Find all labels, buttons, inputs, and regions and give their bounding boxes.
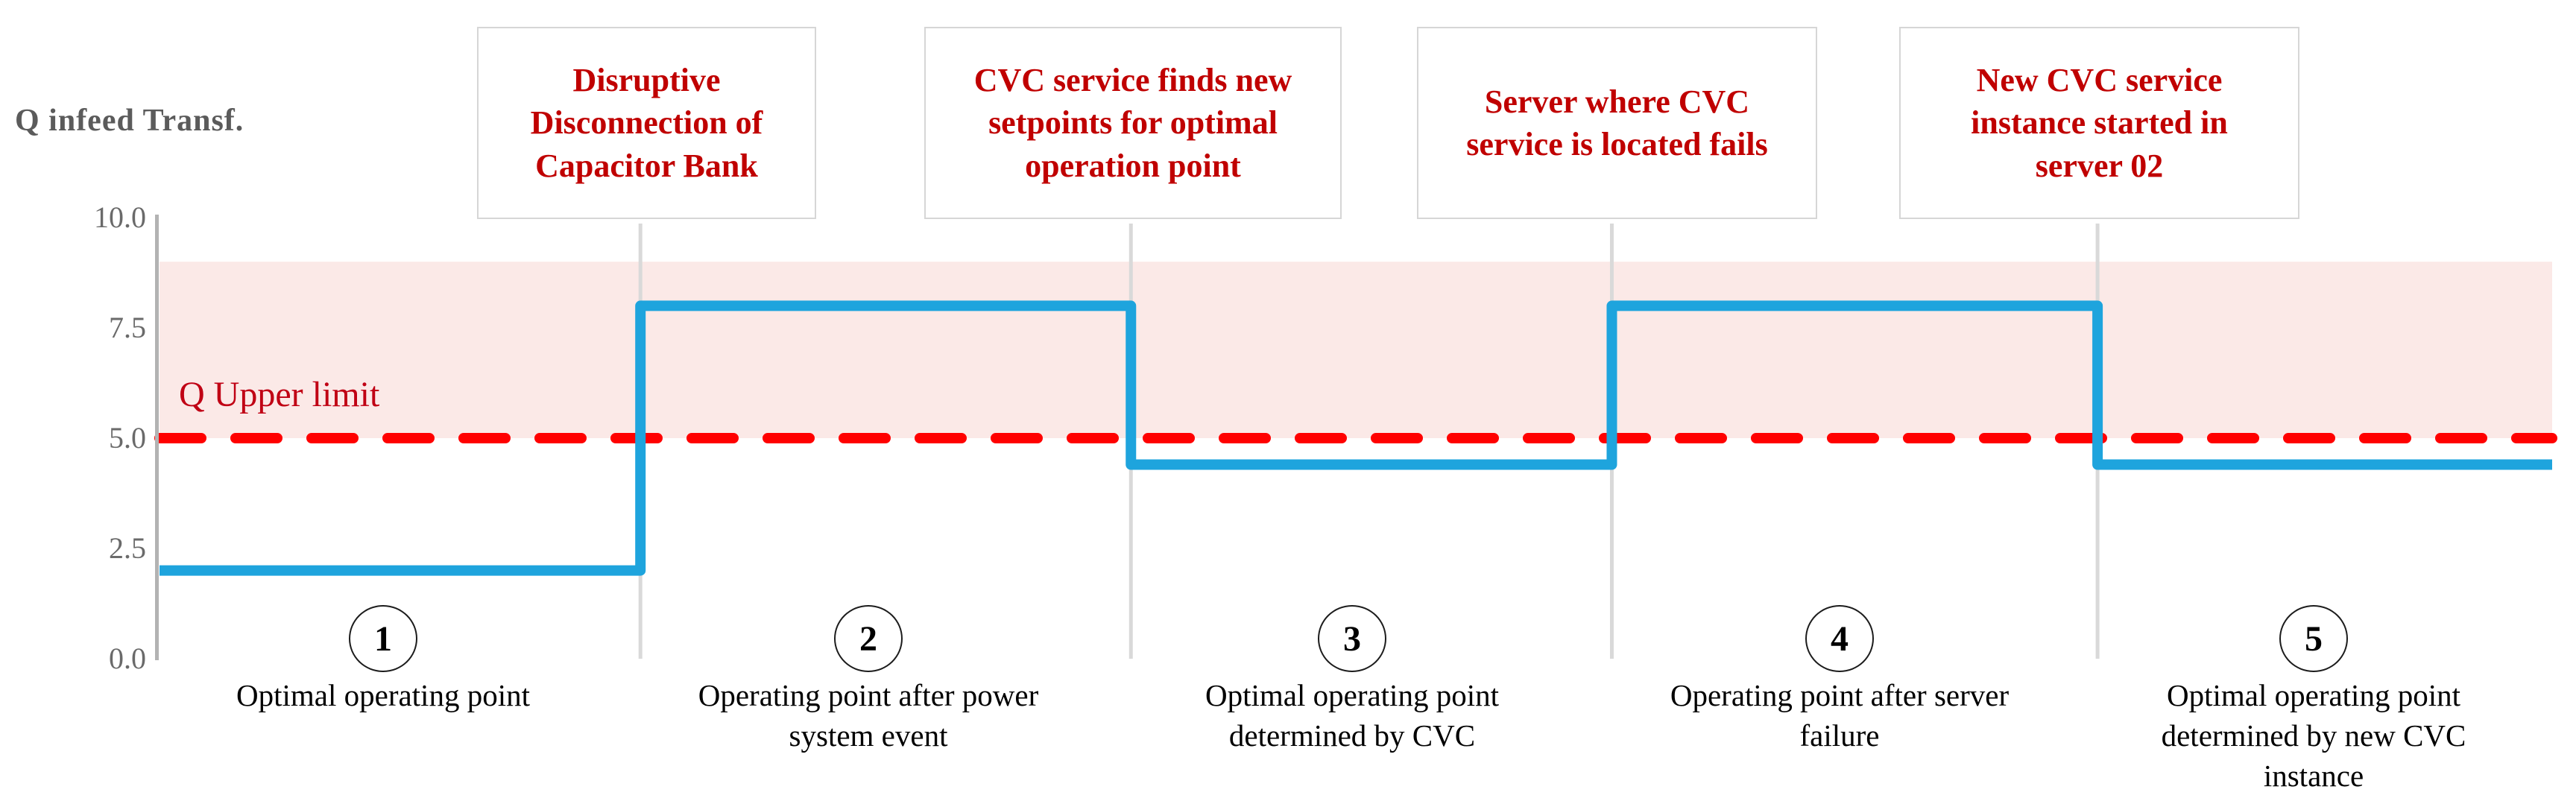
phase-caption-4: Operating point after server failure (1670, 678, 2010, 753)
phase-circle-4: 4 (1805, 605, 1874, 672)
phase-caption-5: Optimal operating point determined by ne… (2161, 678, 2466, 794)
phase-caption-2: Operating point after power system event (698, 678, 1039, 753)
y-tick-0: 0.0 (109, 642, 146, 675)
y-tick-7-5: 7.5 (109, 311, 146, 344)
y-tick-5: 5.0 (109, 421, 146, 455)
y-axis-line (155, 215, 159, 660)
phase-caption-1: Optimal operating point (236, 678, 530, 712)
phase-circle-5: 5 (2279, 605, 2348, 672)
q-upper-limit-label: Q Upper limit (179, 375, 380, 414)
event-box-server-failure: Server where CVC service is located fail… (1417, 27, 1817, 219)
y-tick-10: 10.0 (94, 200, 146, 234)
y-axis-title: Q infeed Transf. (15, 104, 244, 138)
phase-circle-2: 2 (834, 605, 903, 672)
limit-violation-band (160, 262, 2552, 438)
phase-circle-3: 3 (1318, 605, 1386, 672)
phase-circle-1: 1 (349, 605, 417, 672)
event-box-cvc-new-setpoints: CVC service finds new setpoints for opti… (924, 27, 1342, 219)
phase-caption-3: Optimal operating point determined by CV… (1205, 678, 1499, 753)
event-box-new-cvc-instance: New CVC service instance started in serv… (1899, 27, 2299, 219)
event-box-capacitor-disconnection: Disruptive Disconnection of Capacitor Ba… (477, 27, 816, 219)
q-infeed-step-line (160, 300, 2552, 576)
y-tick-2-5: 2.5 (109, 531, 146, 565)
